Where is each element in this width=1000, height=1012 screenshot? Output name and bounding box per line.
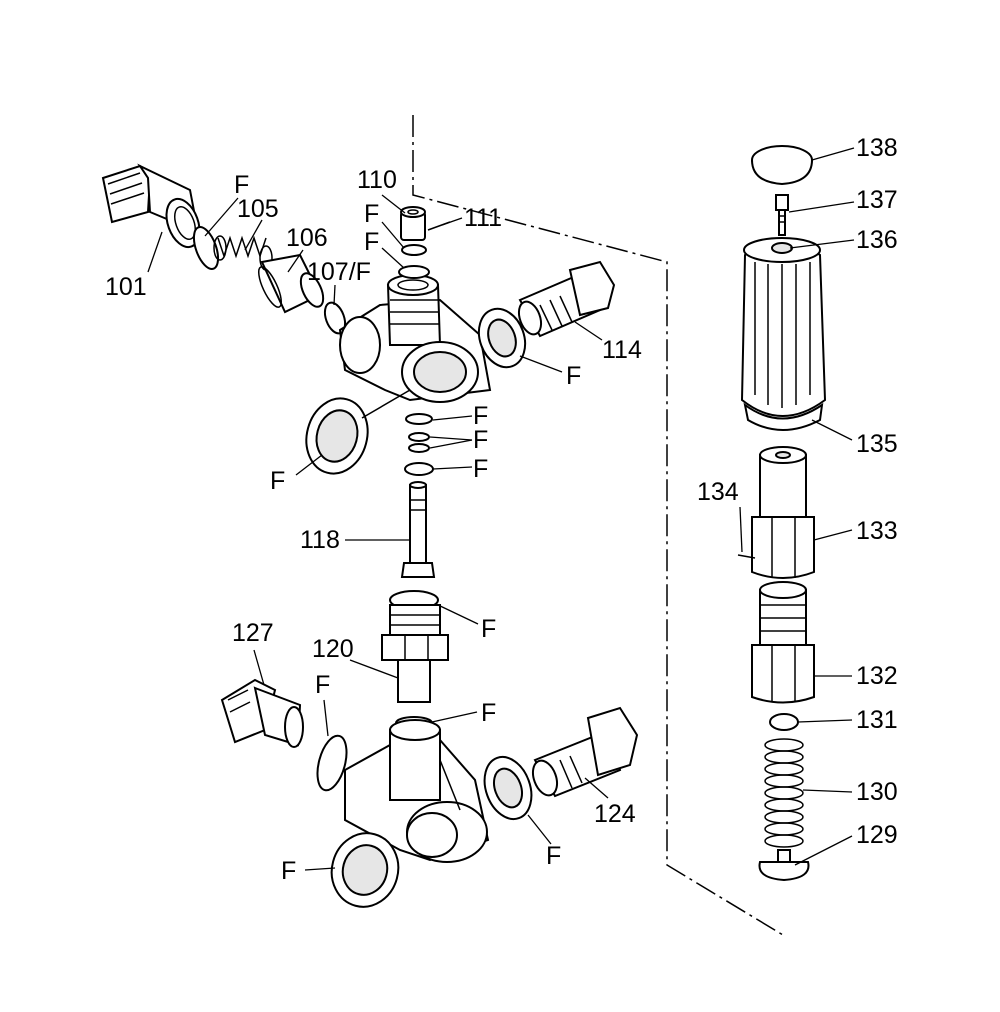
label-101: 101 (105, 273, 147, 301)
label-f-valve2: F (481, 699, 496, 727)
f-small-ring-3 (404, 462, 434, 476)
label-136: 136 (856, 226, 898, 254)
f-small-ring-2a (408, 432, 430, 442)
label-138: 138 (856, 134, 898, 162)
part-118-piston (400, 481, 436, 578)
f-ring-110a (401, 244, 427, 256)
label-132: 132 (856, 662, 898, 690)
f-gasket-right-lower (483, 756, 533, 820)
label-133: 133 (856, 517, 898, 545)
f-ring-inlet (192, 226, 220, 270)
f-small-ring-2b (408, 443, 430, 453)
part-120-bushing (381, 604, 449, 703)
label-135: 135 (856, 430, 898, 458)
f-gasket-right-upper (477, 307, 527, 369)
label-f-105: F (234, 171, 249, 199)
label-114: 114 (602, 336, 642, 364)
label-130: 130 (856, 778, 898, 806)
label-f-left-upper: F (270, 467, 285, 495)
label-137: 137 (856, 186, 898, 214)
part-137-screw (775, 194, 789, 236)
label-111: 111 (464, 204, 502, 232)
label-f-ring2: F (473, 426, 488, 454)
part-127-fitting (220, 678, 304, 748)
part-133-adjuster-body (751, 446, 815, 579)
label-f-ring1: F (473, 402, 488, 430)
lower-valve-body (344, 719, 490, 863)
part-138-cap (751, 145, 813, 186)
label-127: 127 (232, 619, 274, 647)
label-106: 106 (286, 224, 328, 252)
part-132-nut (751, 581, 815, 704)
label-120: 120 (312, 635, 354, 663)
label-f-right-upper: F (566, 362, 581, 390)
label-f-top120: F (481, 615, 496, 643)
assembly-path-line (412, 115, 784, 936)
f-small-ring-1 (405, 413, 433, 425)
part-106-valve-seat (257, 253, 325, 314)
f-gasket-left-upper (305, 397, 369, 475)
label-129: 129 (856, 821, 898, 849)
label-134: 134 (697, 478, 739, 506)
part-131-washer (769, 713, 799, 731)
f-gasket-left-lower (330, 832, 400, 908)
part-135-knob (740, 237, 827, 431)
part-110-plug (400, 206, 426, 241)
label-f-110a: F (364, 200, 379, 228)
label-f-110b: F (364, 228, 379, 256)
label-f-ring3: F (473, 455, 488, 483)
part-124-banjo-bolt (531, 706, 639, 798)
f-ring-127 (316, 734, 348, 792)
label-118: 118 (300, 526, 340, 554)
part-130-spring (764, 738, 804, 848)
label-f-left-lower: F (281, 857, 296, 885)
label-110: 110 (357, 166, 397, 194)
part-134-pin (737, 554, 756, 559)
upper-valve-body (338, 274, 492, 403)
part-129-piston (758, 849, 810, 882)
label-124: 124 (594, 800, 636, 828)
label-f-127: F (315, 671, 330, 699)
label-107: 107/F (307, 258, 371, 286)
part-101-inlet-fitting (101, 163, 201, 249)
leader-lines (147, 147, 855, 871)
f-ring-110b (398, 265, 430, 279)
label-105: 105 (237, 195, 279, 223)
label-f-right-lower: F (546, 842, 561, 870)
part-114-banjo-bolt (517, 260, 616, 338)
label-131: 131 (856, 706, 898, 734)
